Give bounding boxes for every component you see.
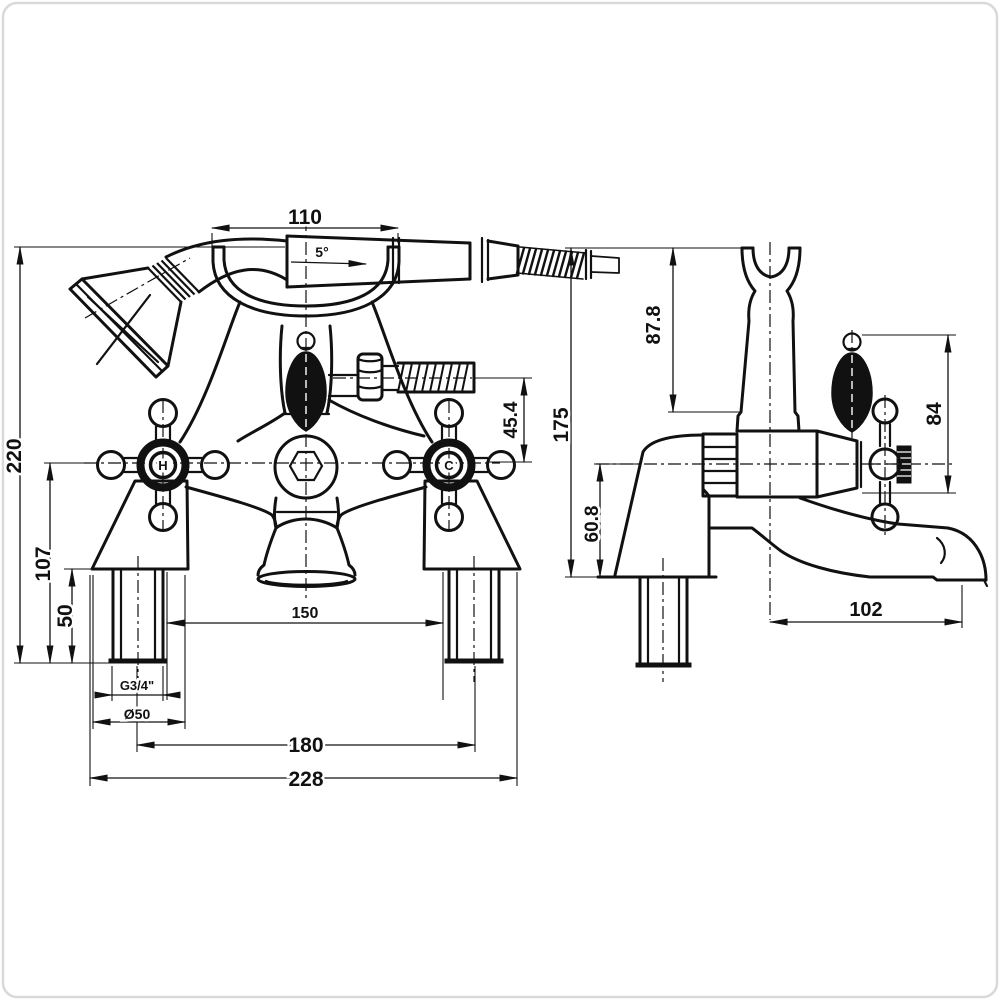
side-cross-handle: [868, 397, 912, 532]
dim-deck-to-tail: 50: [54, 604, 77, 627]
hose-outlet: [327, 352, 476, 402]
dimensions-side: 87.8 175 84 60.8 102: [548, 246, 964, 628]
side-view: [596, 246, 989, 668]
dimensions-front: 110 5° 220 107 50 45.4 150 180 228 G3/4"…: [1, 204, 532, 794]
dim-outlet-offset: 45.4: [501, 401, 522, 438]
side-cradle-column: [735, 246, 802, 433]
dim-handset-angle: 5°: [315, 244, 328, 260]
side-tail: [635, 575, 692, 668]
handset-cradle: [211, 245, 401, 318]
dim-side-overall-height: 175: [550, 407, 573, 442]
hose-coil: [515, 246, 620, 281]
dim-handset-length: 110: [288, 206, 322, 229]
side-diverter-lever: [831, 332, 873, 433]
side-spout: [709, 496, 989, 588]
dim-overall-width: 228: [288, 768, 323, 791]
head-neck-ribs: [147, 257, 200, 303]
dim-handle-height: 84: [923, 402, 946, 426]
dim-centre-to-base: 60.8: [582, 506, 603, 543]
dim-tap-centres: 180: [288, 734, 323, 757]
bell-spout: [256, 496, 357, 588]
diverter-lever: [285, 331, 327, 432]
dim-thread: G3/4": [120, 678, 154, 693]
dim-cradle-height: 87.8: [643, 306, 665, 345]
dim-base-dia: Ø50: [124, 706, 151, 722]
mounting-legs: [90, 479, 522, 664]
dim-below-centre: 107: [32, 546, 55, 581]
dim-spout-reach: 102: [849, 599, 882, 621]
front-view: H C: [68, 234, 620, 664]
hot-marking: H: [158, 458, 167, 473]
dim-inner-spacing: 150: [292, 605, 319, 622]
centerlines: [84, 218, 952, 682]
dim-overall-height: 220: [3, 438, 26, 473]
cold-handle: [382, 398, 516, 532]
centre-boss: [273, 434, 339, 500]
shower-head: [68, 237, 289, 379]
hot-handle: [96, 398, 230, 532]
side-body: [596, 429, 863, 579]
cold-marking: C: [444, 458, 454, 473]
hex-plug: [288, 450, 324, 482]
